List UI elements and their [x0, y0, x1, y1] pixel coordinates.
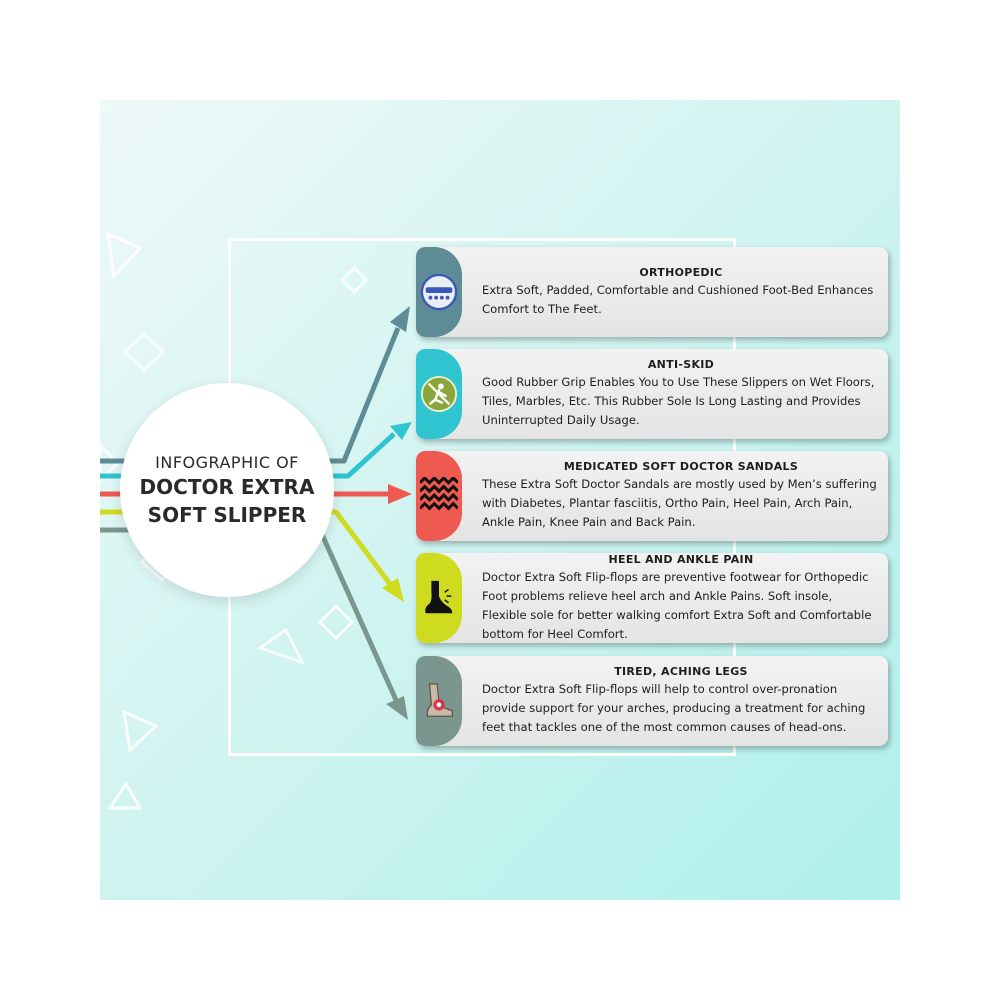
deco-triangle-5 [107, 781, 143, 810]
center-title-line2: DOCTOR EXTRA [139, 474, 315, 499]
arrowhead-anti-skid [390, 422, 412, 440]
card-heel-ankle-pain: HEEL AND ANKLE PAIN Doctor Extra Soft Fl… [416, 553, 888, 643]
infographic-panel: INFOGRAPHIC OF DOCTOR EXTRA SOFT SLIPPER… [100, 100, 900, 900]
arrowhead-heel-ankle [382, 578, 404, 602]
aching-leg-icon [426, 683, 453, 717]
zigzag-sole-icon [420, 477, 458, 511]
card-medicated: MEDICATED SOFT DOCTOR SANDALS These Extr… [416, 451, 888, 541]
card-title: ANTI-SKID [647, 358, 715, 371]
deco-triangle-2 [100, 442, 121, 484]
card-description: These Extra Soft Doctor Sandals are most… [482, 477, 877, 529]
orthopedic-footbed-icon [420, 273, 458, 311]
center-title-line3: SOFT SLIPPER [147, 502, 307, 527]
deco-triangle-3 [256, 627, 305, 665]
card-description: Extra Soft, Padded, Comfortable and Cush… [482, 282, 874, 316]
deco-diamond-4 [317, 603, 355, 641]
deco-diamond-1 [339, 265, 369, 295]
center-title-circle: INFOGRAPHIC OF DOCTOR EXTRA SOFT SLIPPER [120, 383, 334, 597]
card-title: HEEL AND ANKLE PAIN [608, 553, 754, 566]
card-description: Good Rubber Grip Enables You to Use Thes… [482, 375, 875, 427]
card-tab-tired-legs [416, 656, 462, 746]
card-title: ORTHOPEDIC [639, 265, 723, 279]
card-tab-medicated [416, 451, 462, 541]
deco-triangle-4 [122, 709, 159, 754]
arrowhead-tired-legs [386, 696, 408, 720]
card-tired-legs: TIRED, ACHING LEGS Doctor Extra Soft Fli… [416, 656, 888, 746]
arrowhead-orthopedic [390, 306, 410, 332]
deco-diamond-2 [122, 331, 166, 373]
card-tab-orthopedic [416, 247, 462, 337]
card-anti-skid: ANTI-SKID Good Rubber Grip Enables You t… [416, 349, 888, 439]
card-title: MEDICATED SOFT DOCTOR SANDALS [563, 460, 799, 473]
card-description: Doctor Extra Soft Flip-flops will help t… [482, 682, 866, 734]
no-slip-icon [420, 375, 458, 413]
heel-pain-icon [425, 580, 453, 614]
arrowhead-medicated [388, 484, 412, 504]
card-tab-heel-ankle [416, 553, 462, 643]
deco-triangle-1 [106, 231, 143, 280]
card-description: Doctor Extra Soft Flip-flops are prevent… [482, 569, 872, 641]
card-title: TIRED, ACHING LEGS [614, 665, 748, 678]
card-tab-anti-skid [416, 349, 462, 439]
card-orthopedic: ORTHOPEDIC Extra Soft, Padded, Comfortab… [416, 247, 888, 337]
center-title-line1: INFOGRAPHIC OF [155, 452, 299, 472]
